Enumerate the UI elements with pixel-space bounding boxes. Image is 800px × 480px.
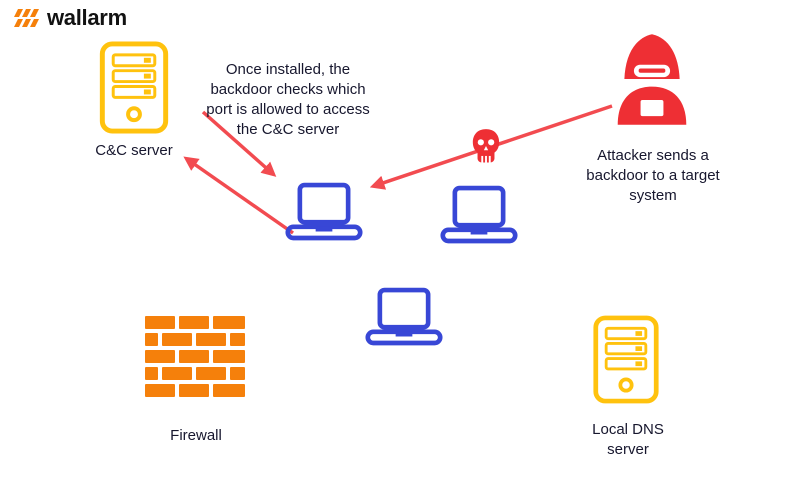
skull-icon bbox=[470, 128, 502, 166]
cc-server-icon bbox=[98, 40, 170, 135]
attacker-icon bbox=[612, 33, 692, 125]
dns-server-icon bbox=[592, 311, 660, 408]
arrow-laptop-to-server bbox=[183, 156, 295, 235]
skull-glyph bbox=[472, 129, 500, 163]
server-tower-icon bbox=[593, 315, 659, 404]
laptop-icon bbox=[440, 183, 518, 247]
server-tower-icon bbox=[99, 41, 169, 134]
firewall-label: Firewall bbox=[170, 427, 222, 444]
laptop-glyph bbox=[440, 185, 518, 244]
brick-wall-glyph bbox=[145, 316, 245, 397]
laptop-glyph bbox=[365, 287, 443, 346]
laptop-glyph bbox=[285, 182, 363, 241]
target-laptop-icon bbox=[285, 180, 363, 244]
hooded-hacker-icon bbox=[617, 34, 687, 125]
wallarm-logo-icon bbox=[14, 9, 39, 27]
backdoor-note-text: Once installed, the backdoor checks whic… bbox=[206, 61, 370, 138]
firewall-icon bbox=[145, 316, 245, 399]
wallarm-logo-text: wallarm bbox=[47, 5, 127, 30]
dns-server-label: Local DNS server bbox=[592, 421, 664, 458]
laptop-icon bbox=[365, 285, 443, 349]
attacker-label: Attacker sends a backdoor to a target sy… bbox=[586, 147, 720, 204]
cc-server-label: C&C server bbox=[95, 142, 173, 159]
wallarm-logo: wallarm bbox=[13, 5, 127, 31]
